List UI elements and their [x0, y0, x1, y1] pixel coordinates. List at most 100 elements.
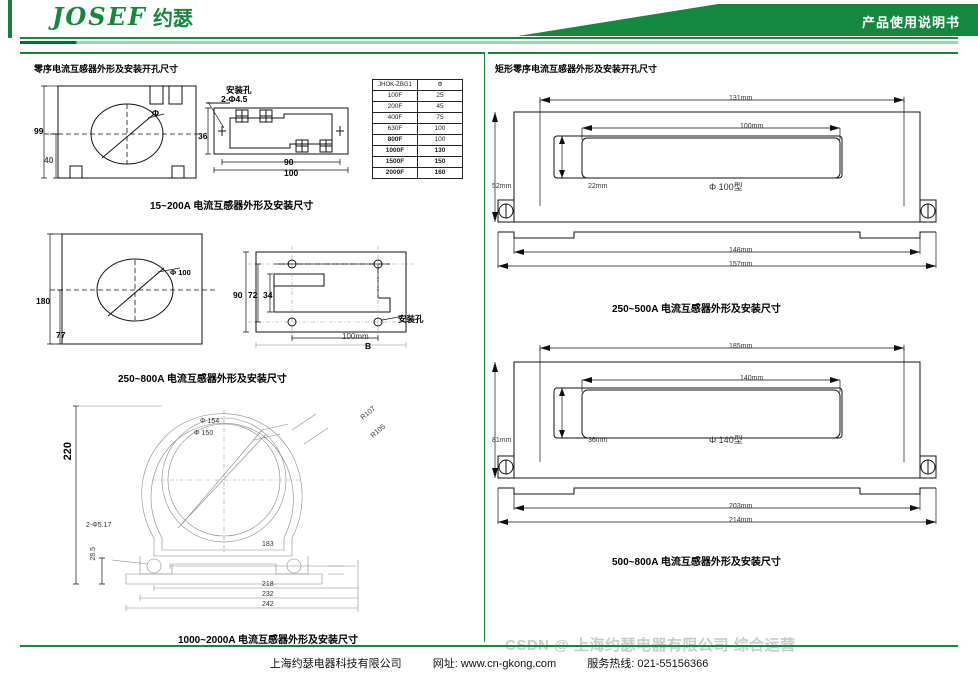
header-banner-shape [518, 4, 978, 36]
page-footer: 上海约瑟电器科技有限公司 网址: www.cn-gkong.com 服务热线: … [0, 655, 978, 671]
right-section-title: 矩形零序电流互感器外形及安装开孔尺寸 [495, 64, 658, 74]
logo-text: JOSEF [52, 2, 147, 31]
dim-232-label: 232 [262, 591, 274, 598]
cell-phi: 25 [417, 90, 463, 102]
header-rule-secondary [20, 41, 958, 44]
table-row: 400F 75 [372, 112, 463, 124]
cell-phi: 45 [417, 101, 463, 113]
dim-77-label: 77 [56, 330, 66, 340]
mounting-hole-label: 安装孔 [226, 85, 252, 95]
spec-table: JHOK-ZBG1 Φ 100F 25 200F 45 400F 75 630F… [372, 79, 463, 179]
ct-1000-2000-outline-view [73, 405, 359, 612]
table-row: 800F 100 [372, 134, 463, 146]
cell-model: 630F [372, 123, 418, 135]
dim-52mm-label: 52mm [492, 183, 512, 190]
cell-phi: 150 [417, 156, 463, 168]
cell-phi: 100 [417, 134, 463, 146]
phi-100-label: Φ 100 [170, 268, 191, 277]
cell-model: 1000F [372, 145, 418, 157]
phi-150-label: Φ 150 [194, 430, 214, 437]
cell-model: 200F [372, 101, 418, 113]
table-row: 2000F 160 [372, 167, 463, 179]
dim-140mm-label: 140mm [740, 375, 764, 382]
footer-website: 网址: www.cn-gkong.com [432, 658, 557, 670]
dim-220-label: 220 [62, 442, 74, 461]
dim-B-label: B [365, 341, 372, 351]
dim-203mm-label: 203mm [729, 503, 753, 510]
mounting-hole-plan-view [205, 101, 349, 173]
dim-99-label: 99 [34, 126, 44, 136]
caption-500-800A: 500~800A 电流互感器外形及安装尺寸 [612, 557, 781, 568]
cell-model: 2000F [372, 167, 418, 179]
cell-phi: 160 [417, 167, 463, 179]
header-rule [20, 37, 958, 39]
dim-180-label: 180 [36, 296, 51, 306]
rect-ct-100-base-dims [497, 231, 937, 269]
dim-218-label: 218 [262, 581, 274, 588]
dim-72-label: 72 [248, 290, 258, 300]
dim-36mm-label: 36mm [588, 437, 608, 444]
cell-model: 1500F [372, 156, 418, 168]
dim-214mm-label: 214mm [729, 517, 753, 524]
table-row: 1000F 130 [372, 145, 463, 157]
ct-250-800-front-view [47, 233, 218, 345]
rect-ct-140-outline [492, 345, 937, 479]
caption-250-500A: 250~500A 电流互感器外形及安装尺寸 [612, 304, 781, 315]
dim-90-label-2: 90 [233, 290, 243, 300]
dim-34-label: 34 [263, 290, 273, 300]
footer-rule [20, 645, 958, 647]
phi-154-label: Φ 154 [200, 418, 220, 425]
dim-81mm-label: 81mm [492, 437, 512, 444]
dim-183-label: 183 [262, 541, 274, 548]
rect-ct-100-outline [492, 97, 937, 223]
cell-model: 100F [372, 90, 418, 102]
cell-model: 400F [372, 112, 418, 124]
model-phi-100-label: Φ 100型 [709, 182, 743, 192]
logo-chinese-text: 约瑟 [152, 6, 193, 30]
table-row: 200F 45 [372, 101, 463, 113]
cell-model: 800F [372, 134, 418, 146]
phi-symbol-label: Φ [152, 108, 159, 118]
footer-company: 上海约瑟电器科技有限公司 [269, 658, 402, 670]
mounting-hole-spec: 2-Φ4.5 [221, 94, 248, 104]
dim-148mm-label: 148mm [729, 247, 753, 254]
mounting-hole-label-2: 安装孔 [398, 314, 424, 324]
dim-40-label: 40 [44, 155, 54, 165]
right-column-top-rule [488, 52, 958, 54]
dim-90-label: 90 [284, 157, 294, 167]
table-header-phi: Φ [417, 79, 463, 91]
table-row: 1500F 150 [372, 156, 463, 168]
left-column-top-rule [20, 52, 484, 54]
ct-250-800-plan-view [243, 246, 414, 348]
header-left-accent-bar [8, 0, 12, 38]
table-header-model: JHOK-ZBG1 [372, 79, 418, 91]
mounting-hole-spec-2: 2-Φ5.17 [86, 522, 112, 529]
dim-36-label: 36 [198, 131, 208, 141]
cell-phi: 100 [417, 123, 463, 135]
dim-157mm-label: 157mm [729, 261, 753, 268]
dim-185mm-label: 185mm [729, 343, 753, 350]
dim-242-label: 242 [262, 601, 274, 608]
caption-1000-2000A: 1000~2000A 电流互感器外形及安装尺寸 [178, 635, 358, 646]
dim-100mm-label-r1: 100mm [740, 123, 764, 130]
table-header-row: JHOK-ZBG1 Φ [372, 79, 463, 91]
footer-hotline: 服务热线: 021-55156366 [587, 658, 709, 670]
dim-100-label: 100 [284, 168, 299, 178]
header-banner-title: 产品使用说明书 [861, 15, 960, 30]
cell-phi: 75 [417, 112, 463, 124]
caption-250-800A: 250~800A 电流互感器外形及安装尺寸 [118, 374, 287, 385]
dim-22mm-label: 22mm [588, 183, 608, 190]
rect-ct-140-base-dims [497, 487, 937, 525]
caption-15-200A: 15~200A 电流互感器外形及安装尺寸 [150, 201, 314, 212]
column-divider [484, 52, 485, 642]
left-section-title: 零序电流互感器外形及安装开孔尺寸 [34, 64, 179, 74]
dim-28-5-label: 28.5 [90, 547, 97, 561]
dim-131mm-label: 131mm [729, 95, 753, 102]
cell-phi: 130 [417, 145, 463, 157]
table-row: 630F 100 [372, 123, 463, 135]
dim-100mm-label: 100mm [342, 332, 369, 341]
table-row: 100F 25 [372, 90, 463, 102]
